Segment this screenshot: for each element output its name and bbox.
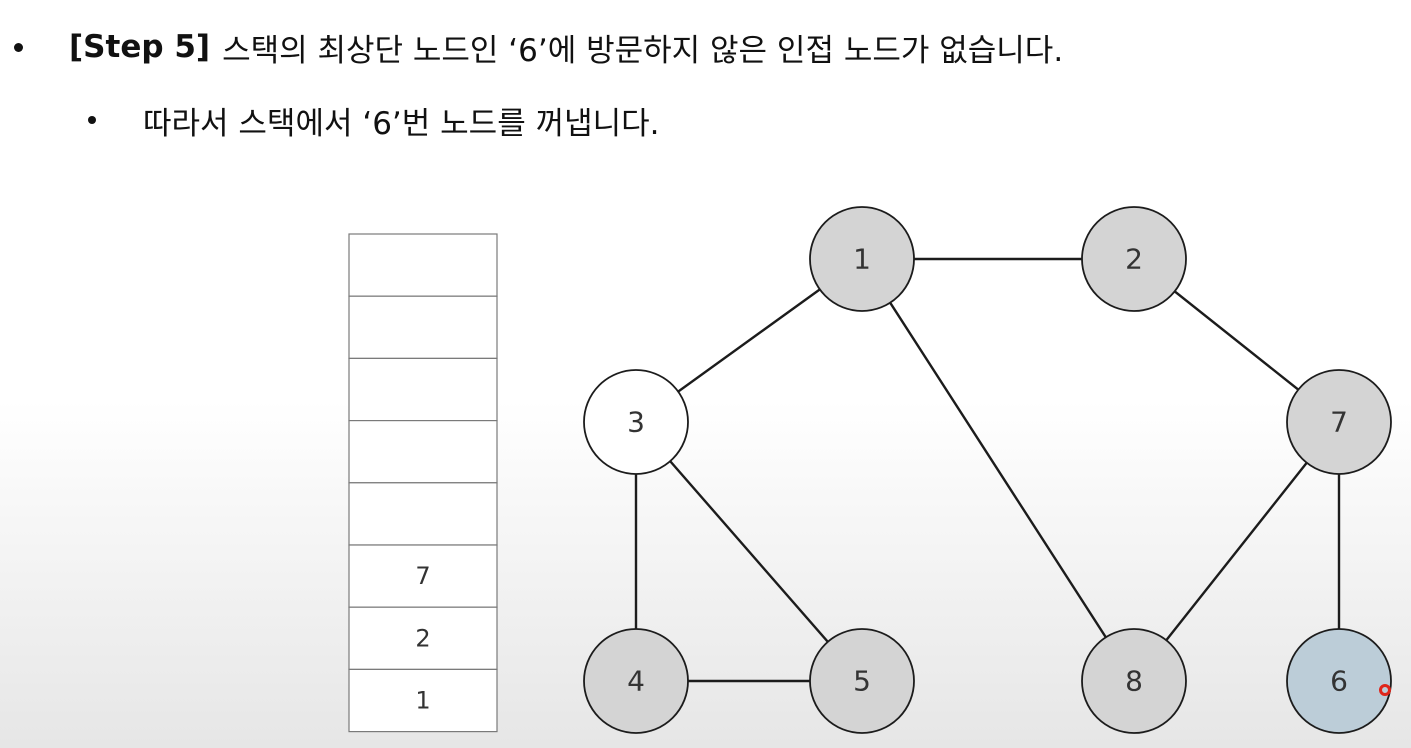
node-circle — [1081, 628, 1187, 734]
cursor-ring — [1379, 684, 1391, 696]
graph-edge-3-5 — [634, 420, 864, 683]
node-circle — [1286, 628, 1392, 734]
stack-cell — [348, 357, 498, 422]
graph-node-8: 8 — [1081, 628, 1187, 734]
node-label: 3 — [627, 406, 645, 439]
node-circle — [809, 206, 915, 312]
graph-node-1: 1 — [809, 206, 915, 312]
pop-description: 따라서 스택에서 ‘6’번 노드를 꺼냅니다. — [143, 105, 660, 142]
stack-cell — [348, 606, 498, 671]
node-label: 2 — [1125, 243, 1143, 276]
node-circle — [583, 369, 689, 475]
mouse-cursor-indicator — [1379, 684, 1391, 696]
node-circle — [1081, 206, 1187, 312]
bullet-dot — [14, 42, 23, 52]
stack-cell — [348, 295, 498, 360]
node-circle — [583, 628, 689, 734]
stack-cell — [348, 233, 498, 297]
step-label: [Step 5] — [69, 29, 211, 65]
node-label: 5 — [853, 665, 871, 698]
stack-cell — [348, 668, 498, 733]
bullet-step-5: [Step 5] 스택의 최상단 노드인 ‘6’에 방문하지 않은 인접 노드가… — [14, 22, 1063, 72]
node-label: 4 — [627, 665, 645, 698]
node-label: 7 — [1330, 406, 1348, 439]
node-label: 8 — [1125, 665, 1143, 698]
graph-node-2: 2 — [1081, 206, 1187, 312]
bullet-dot — [88, 116, 96, 124]
graph-node-3: 3 — [583, 369, 689, 475]
step-description: 스택의 최상단 노드인 ‘6’에 방문하지 않은 인접 노드가 없습니다. — [222, 32, 1064, 69]
graph-node-6: 6 — [1286, 628, 1392, 734]
node-circle — [1286, 369, 1392, 475]
node-circle — [809, 628, 915, 734]
stack: 7 2 1 — [348, 233, 498, 733]
graph-node-7: 7 — [1286, 369, 1392, 475]
bullet-pop-node: 따라서 스택에서 ‘6’번 노드를 꺼냅니다. — [88, 95, 660, 145]
stack-cell — [348, 482, 498, 546]
graph-edges — [634, 257, 1341, 683]
stack-item-label: 7 — [415, 562, 430, 590]
graph-edge-1-8 — [860, 257, 1136, 683]
graph-nodes: 1 2 3 4 5 6 7 8 — [583, 206, 1392, 734]
stack-item-label: 2 — [415, 624, 430, 652]
graph-node-4: 4 — [583, 628, 689, 734]
graph-node-5: 5 — [809, 628, 915, 734]
node-label: 1 — [853, 243, 871, 276]
graph-edge-7-8 — [1132, 420, 1341, 683]
stack-item-label: 1 — [415, 687, 430, 715]
stack-cell — [348, 420, 498, 484]
node-label: 6 — [1330, 665, 1348, 698]
